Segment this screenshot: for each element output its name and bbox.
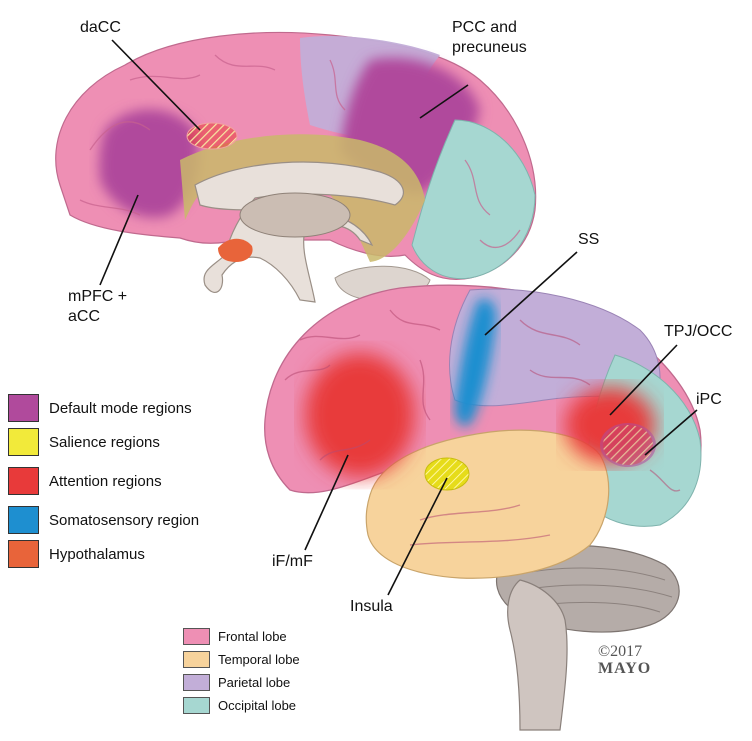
label-ss: SS bbox=[578, 231, 600, 248]
legend-swatch bbox=[183, 650, 210, 668]
label-insula: Insula bbox=[350, 598, 393, 615]
medial-gyri bbox=[79, 54, 521, 249]
brainstem bbox=[507, 579, 568, 731]
dacc-leader bbox=[111, 39, 201, 131]
legend-label: Parietal lobe bbox=[218, 674, 291, 690]
legend-swatch bbox=[8, 467, 39, 495]
insula-region bbox=[424, 457, 470, 491]
insula-leader bbox=[387, 477, 448, 596]
copyright-owner: MAYO bbox=[598, 660, 652, 677]
legend-swatch bbox=[183, 696, 210, 714]
legend-item-occipital: Occipital lobe bbox=[183, 695, 296, 715]
ipc-leader bbox=[644, 409, 698, 456]
legend-label: Frontal lobe bbox=[218, 628, 287, 644]
thalamus bbox=[239, 192, 351, 238]
hypothalamus bbox=[218, 238, 253, 262]
somatosensory-region bbox=[454, 298, 497, 427]
label-mpfc-line1: mPFC + bbox=[68, 288, 128, 305]
legend-item-salience: Salience regions bbox=[8, 428, 160, 456]
legend-swatch bbox=[8, 428, 39, 456]
label-pcc-line1: PCC and bbox=[452, 19, 517, 36]
mpfc-leader bbox=[99, 194, 139, 286]
legend-item-frontal: Frontal lobe bbox=[183, 626, 287, 646]
leader-lines bbox=[99, 39, 698, 596]
ss-leader bbox=[484, 251, 578, 336]
pcc-leader bbox=[419, 84, 469, 119]
legend-item-hypothalamus: Hypothalamus bbox=[8, 540, 145, 568]
copyright-mark: ©2017 MAYO bbox=[598, 643, 651, 677]
dacc-spot bbox=[186, 122, 238, 150]
legend-item-parietal: Parietal lobe bbox=[183, 672, 290, 692]
label-dacc: daCC bbox=[80, 19, 121, 36]
legend-swatch bbox=[8, 506, 39, 534]
legend-item-attention: Attention regions bbox=[8, 467, 162, 495]
legend-swatch bbox=[183, 627, 210, 645]
tpj-leader bbox=[609, 344, 678, 416]
legend-swatch bbox=[183, 673, 210, 691]
ifmf-leader bbox=[304, 454, 349, 551]
legend-label: Occipital lobe bbox=[218, 697, 297, 713]
legend-label: Somatosensory region bbox=[49, 511, 200, 529]
legend-label: Salience regions bbox=[49, 433, 160, 451]
copyright-year: ©2017 bbox=[598, 643, 643, 660]
label-ipc: iPC bbox=[696, 391, 722, 408]
legend-label: Temporal lobe bbox=[218, 651, 300, 667]
ifmf-region bbox=[305, 353, 415, 477]
lateral-gyri bbox=[284, 309, 681, 546]
label-tpj: TPJ/OCC bbox=[664, 323, 733, 340]
label-mpfc-line2: aCC bbox=[68, 308, 101, 325]
label-pcc-line2: precuneus bbox=[452, 39, 527, 56]
legend-swatch bbox=[8, 394, 39, 422]
legend-item-default-mode: Default mode regions bbox=[8, 394, 192, 422]
occipital-lobe-medial bbox=[411, 119, 536, 280]
legend-label: Hypothalamus bbox=[49, 545, 145, 563]
legend-label: Default mode regions bbox=[49, 399, 192, 417]
mpfc-region bbox=[99, 109, 199, 218]
cingulate-band bbox=[180, 134, 425, 262]
legend-swatch bbox=[8, 540, 39, 568]
label-ifmf: iF/mF bbox=[272, 553, 313, 570]
lateral-brain-view bbox=[264, 284, 702, 731]
legend-item-somatosensory: Somatosensory region bbox=[8, 506, 199, 534]
ipc-hatch bbox=[603, 425, 653, 465]
legend-item-temporal: Temporal lobe bbox=[183, 649, 300, 669]
legend-label: Attention regions bbox=[49, 472, 162, 490]
medial-brain-view bbox=[55, 31, 537, 303]
